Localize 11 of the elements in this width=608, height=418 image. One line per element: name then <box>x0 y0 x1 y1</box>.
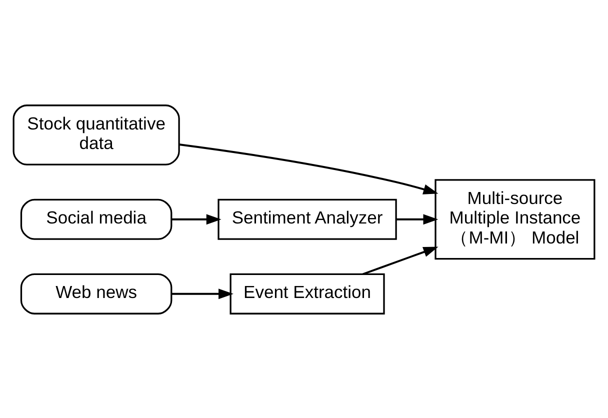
arrow <box>179 143 438 194</box>
node-box: Event Extraction <box>230 272 385 314</box>
arrow <box>172 214 222 224</box>
arrow <box>396 214 438 224</box>
node-box: Multi-source Multiple Instance （M-MI） Model <box>434 178 596 260</box>
node-box: Stock quantitative data <box>12 104 180 165</box>
arrow <box>362 246 438 275</box>
node-box: Sentiment Analyzer <box>218 198 397 240</box>
arrow <box>172 288 234 299</box>
node-box: Social media <box>20 198 172 240</box>
node-box: Web news <box>20 272 172 314</box>
